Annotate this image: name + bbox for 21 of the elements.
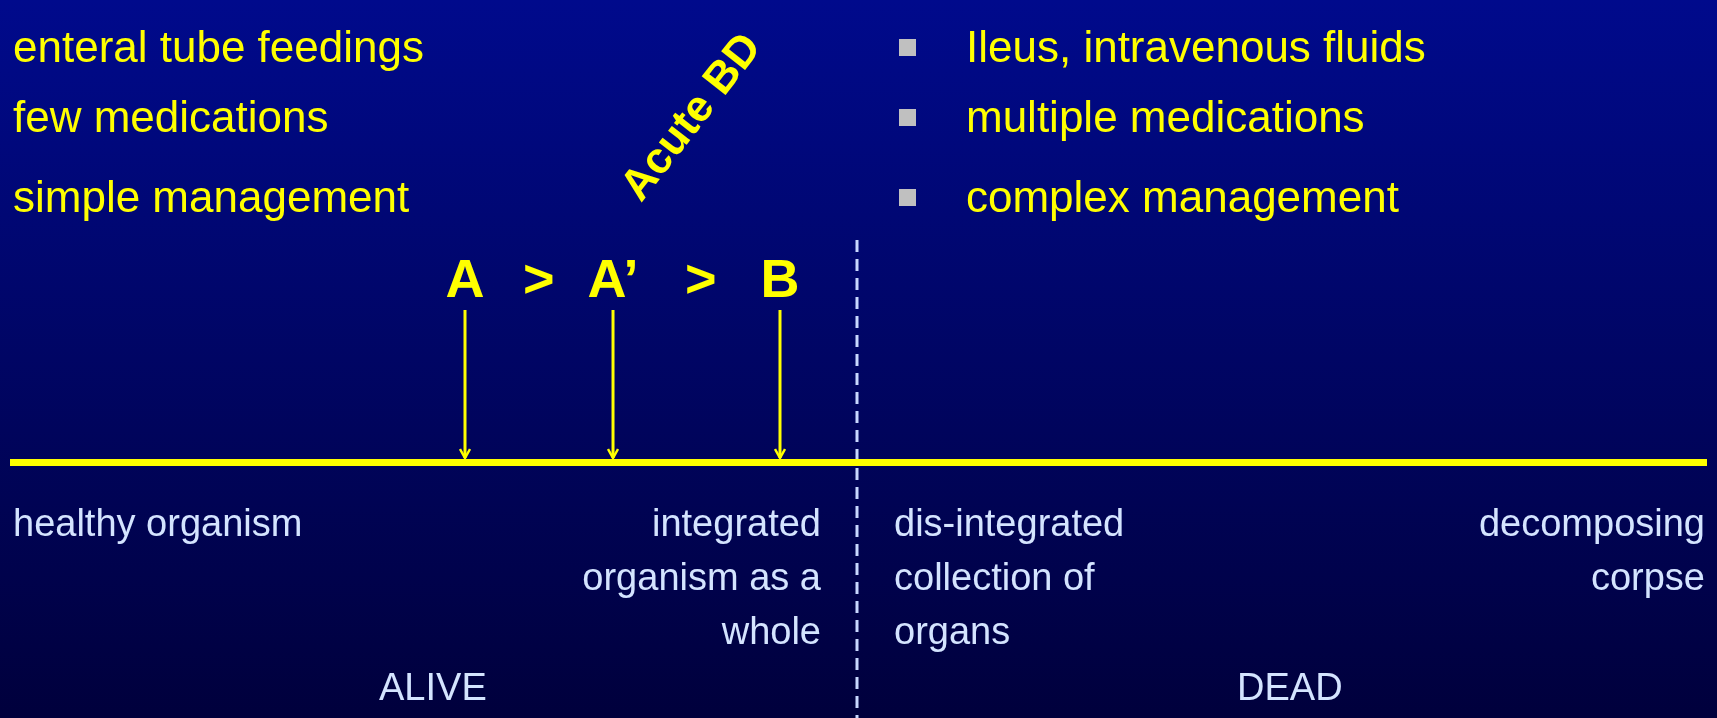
section-heading: ALIVE <box>379 665 487 710</box>
list-item-text: simple management <box>13 172 410 222</box>
arrow <box>606 310 620 460</box>
greater-than-sign: > <box>685 248 717 308</box>
timeline-bar <box>10 459 1707 466</box>
greater-than-sign: > <box>523 248 555 308</box>
list-item-text: multiple medications <box>966 92 1365 142</box>
list-item-text: complex management <box>966 172 1399 222</box>
description-text: integrated organism as a whole <box>581 501 821 654</box>
section-heading: DEAD <box>1237 665 1343 710</box>
timeline-point-label: B <box>760 248 800 308</box>
arrow <box>458 310 472 460</box>
list-item-text: Ileus, intravenous fluids <box>966 22 1426 72</box>
description-text: decomposing corpse <box>1477 501 1705 600</box>
description-text: dis-integrated collection of organs <box>894 501 1126 654</box>
description-text: healthy organism <box>13 501 304 546</box>
list-item-text: few medications <box>13 92 329 142</box>
list-item-text: enteral tube feedings <box>13 22 424 72</box>
arrow <box>773 310 787 460</box>
timeline-point-label: A’ <box>587 248 639 308</box>
timeline-point-label: A <box>445 248 485 308</box>
